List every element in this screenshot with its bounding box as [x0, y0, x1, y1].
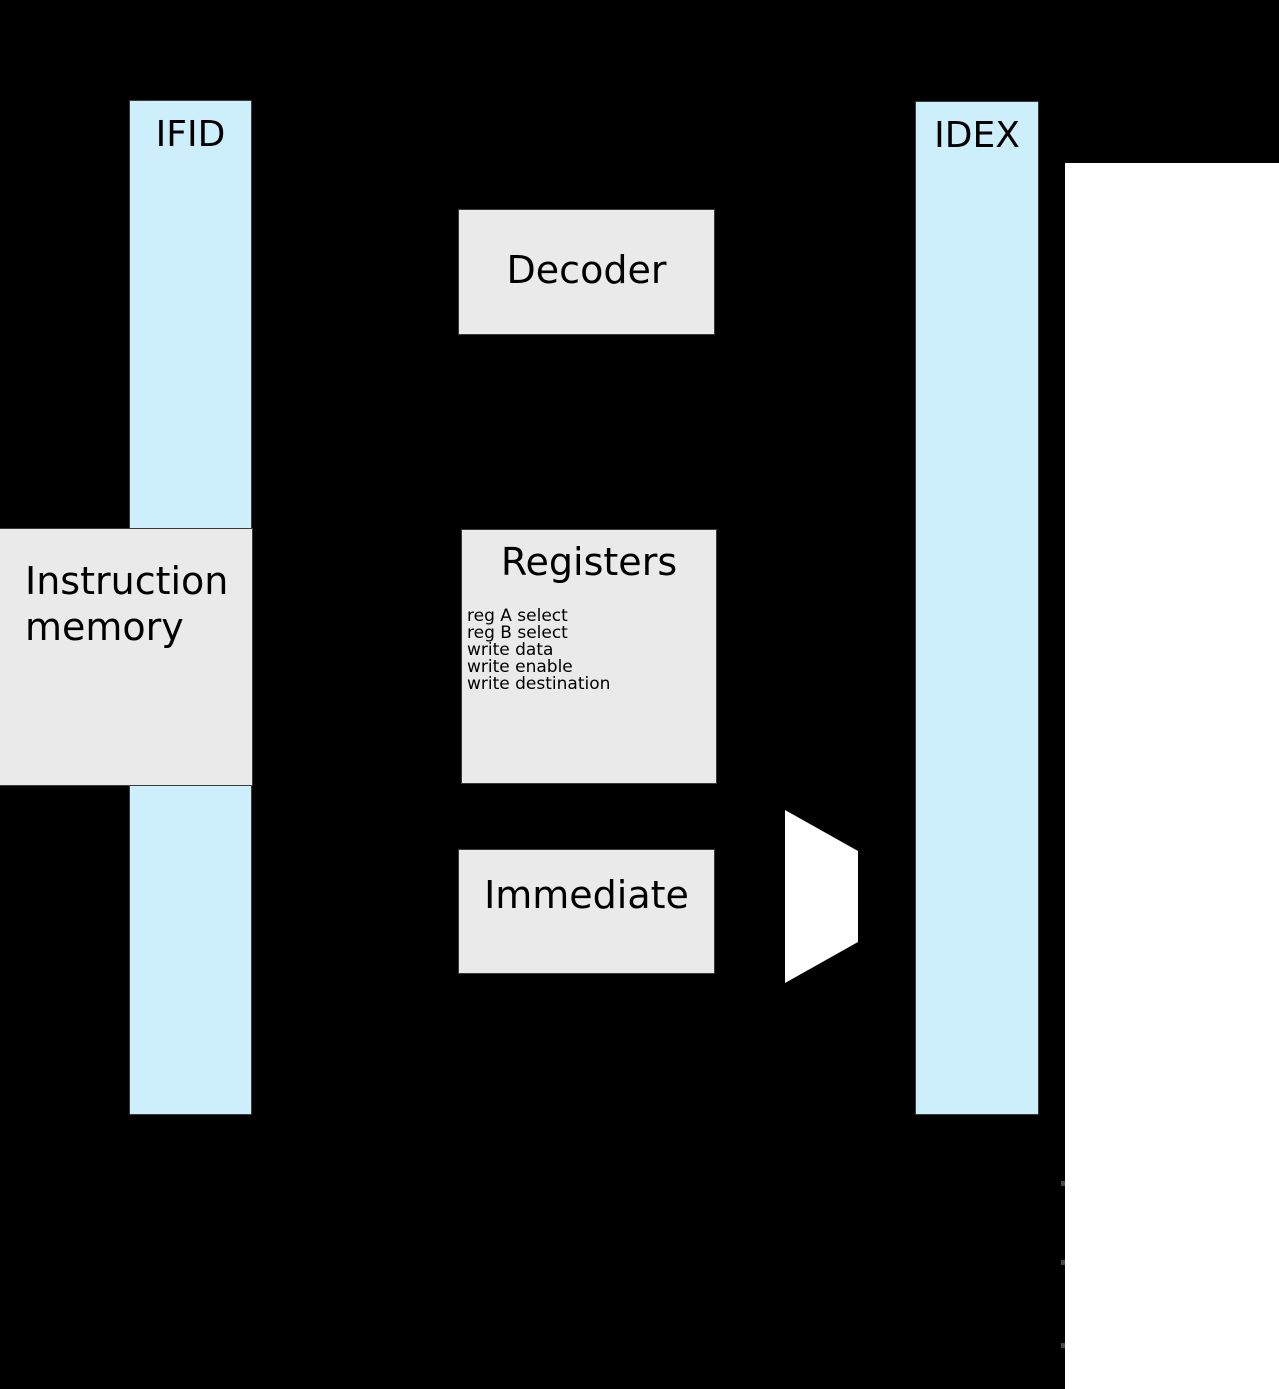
register-port-write-data: write data	[467, 640, 554, 660]
unit-instruction-memory-label-line2: memory	[25, 604, 184, 649]
register-port-write-enable: write enable	[467, 657, 573, 677]
register-port-reg-b-select: reg B select	[467, 623, 568, 643]
unit-registers-label: Registers	[500, 540, 678, 584]
unit-decoder-label: Decoder	[506, 248, 667, 292]
unit-decoder[interactable]: Decoder	[458, 209, 715, 335]
pipeline-register-ifid-label: IFID	[155, 114, 226, 155]
unit-registers[interactable]: Registers reg A select reg B select writ…	[461, 529, 717, 784]
right-white-panel	[1065, 163, 1279, 1389]
unit-immediate[interactable]: Immediate	[458, 849, 715, 974]
register-port-write-destination: write destination	[467, 674, 611, 694]
panel-edge-tick	[1061, 1260, 1065, 1265]
unit-instruction-memory-label: Instruction memory	[25, 559, 245, 650]
register-port-list: reg A select reg B select write data wri…	[467, 608, 712, 693]
pipeline-register-idex-label: IDEX	[934, 115, 1020, 156]
register-port-reg-a-select: reg A select	[467, 606, 568, 626]
unit-immediate-label: Immediate	[484, 873, 689, 917]
multiplexer-icon	[785, 810, 858, 983]
pipeline-register-idex[interactable]: IDEX	[915, 101, 1039, 1115]
unit-instruction-memory[interactable]: Instruction memory	[0, 528, 253, 786]
panel-edge-tick	[1061, 1181, 1065, 1186]
multiplexer-shape[interactable]	[785, 810, 859, 983]
panel-edge-tick	[1061, 1343, 1065, 1348]
unit-instruction-memory-label-line1: Instruction	[25, 559, 229, 603]
